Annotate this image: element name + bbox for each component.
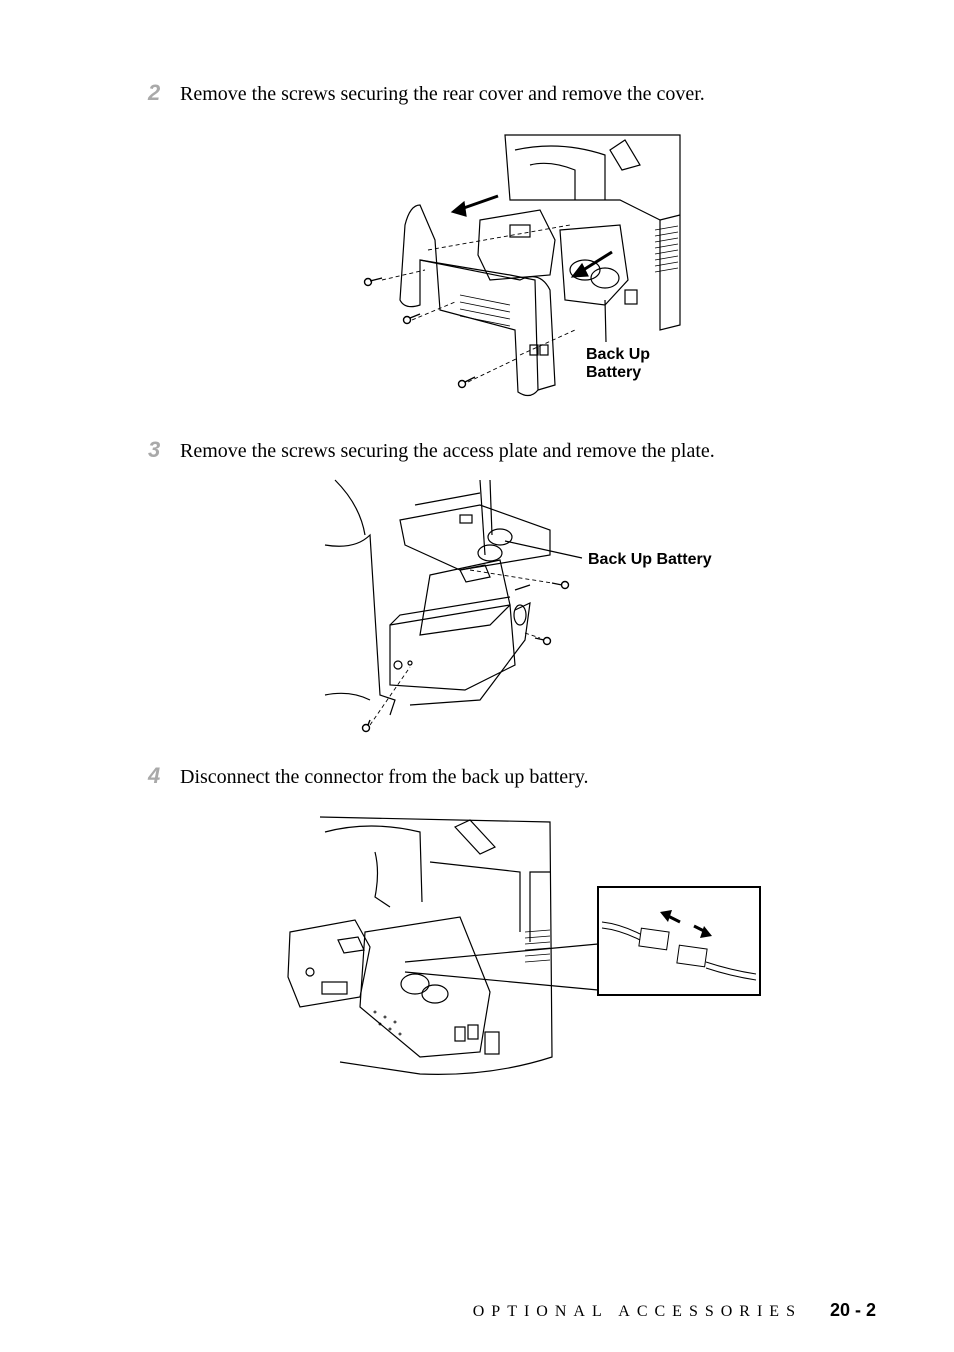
step-instruction: Remove the screws securing the access pl… [180, 440, 715, 462]
step-number: 3 [148, 437, 161, 462]
connector-illustration [287, 816, 761, 1075]
figure-access-plate [320, 475, 590, 740]
footer-section-title: OPTIONAL ACCESSORIES [472, 1303, 802, 1320]
page-number: 20 - 2 [829, 1300, 876, 1320]
step-number: 4 [148, 763, 161, 788]
step-instruction: Disconnect the connector from the back u… [180, 766, 589, 788]
rear-cover-illustration [363, 134, 681, 397]
figure-connector [280, 812, 770, 1082]
label-line-1: Back Up [586, 346, 651, 363]
back-up-battery-label-1: Back Up Battery [586, 346, 650, 382]
step-3: 3 Remove the screws securing the access … [148, 437, 715, 463]
figure-rear-cover [360, 130, 690, 405]
step-instruction: Remove the screws securing the rear cove… [180, 83, 705, 105]
access-plate-illustration [324, 479, 583, 733]
step-2: 2 Remove the screws securing the rear co… [148, 80, 705, 106]
label-line-2: Battery [586, 364, 642, 381]
step-4: 4 Disconnect the connector from the back… [148, 763, 589, 789]
step-number: 2 [148, 80, 161, 105]
back-up-battery-label-2: Back Up Battery [588, 551, 712, 568]
page-footer: OPTIONAL ACCESSORIES 20 - 2 [473, 1300, 876, 1321]
